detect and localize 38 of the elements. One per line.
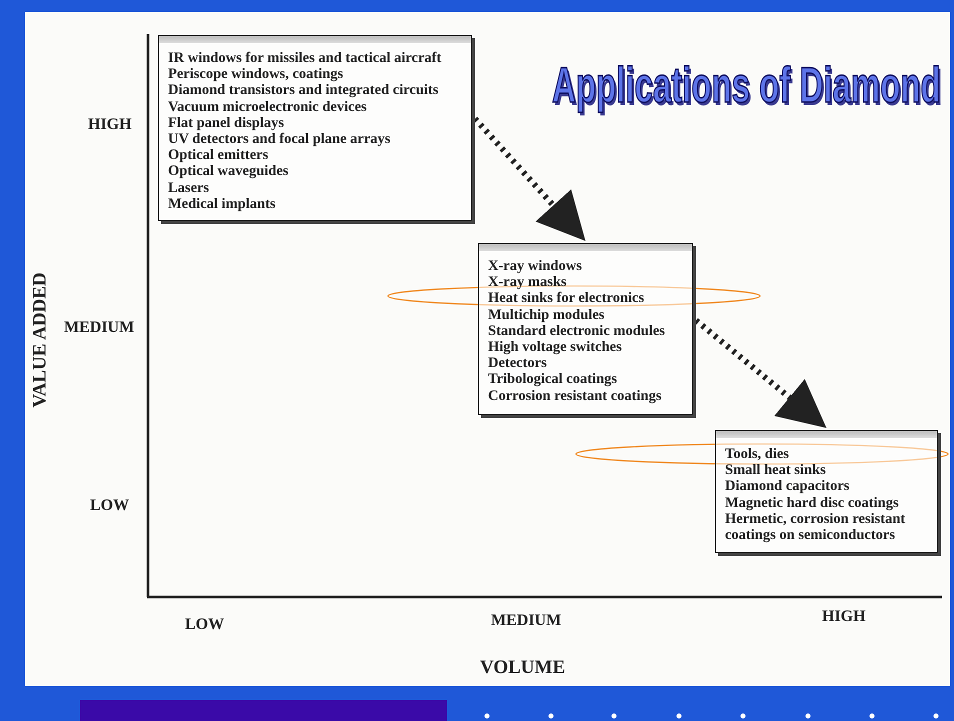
axis-tick-label: LOW <box>90 497 130 515</box>
axis-title: VALUE ADDED <box>29 272 52 408</box>
arrow <box>694 318 826 428</box>
list-card <box>715 430 938 553</box>
list-item: Hermetic, corrosion resistant coatings on semiconductors <box>725 510 906 544</box>
list-item: Vacuum microelectronic devices <box>168 98 368 115</box>
list-item: Heat sinks for electronics <box>488 290 646 307</box>
list-item: X-ray masks <box>488 274 568 290</box>
list-card <box>158 35 472 222</box>
axis-title: VOLUME <box>480 657 566 679</box>
list-item: UV detectors and focal plane arrays <box>168 131 392 148</box>
list-item: X-ray windows <box>488 258 583 274</box>
list-item: Standard electronic modules <box>488 322 666 340</box>
list-item: Lasers <box>168 180 210 196</box>
list-item: Corrosion resistant coatings <box>488 388 662 404</box>
axis-tick-label: HIGH <box>822 608 866 626</box>
arrow <box>472 116 586 241</box>
list-item: IR windows for missiles and tactical aircraft <box>168 50 442 66</box>
list-item: Tools, dies <box>725 446 790 462</box>
list-item: Periscope windows, coatings <box>168 66 344 82</box>
list-card <box>478 243 693 415</box>
list-item: Small heat sinks <box>725 462 827 478</box>
axis-tick-label: MEDIUM <box>64 319 134 337</box>
list-item: Detectors <box>488 355 548 372</box>
list-item: High voltage switches <box>488 339 623 356</box>
title: Applications of Diamond <box>552 56 941 114</box>
list-item: Optical waveguides <box>168 163 290 180</box>
list-item: Flat panel displays <box>168 114 286 132</box>
list-item: Optical emitters <box>168 147 270 164</box>
axis-tick-label: HIGH <box>88 116 132 134</box>
list-item: Magnetic hard disc coatings <box>725 494 900 511</box>
list-item: Diamond transistors and integrated circuits <box>168 82 440 99</box>
axis-tick-label: LOW <box>185 616 224 634</box>
list-item: Diamond capacitors <box>725 478 850 495</box>
axis-tick-label: MEDIUM <box>491 612 562 630</box>
list-item: Multichip modules <box>488 306 606 323</box>
list-item: Medical implants <box>168 196 277 212</box>
list-item: Tribological coatings <box>488 371 618 388</box>
